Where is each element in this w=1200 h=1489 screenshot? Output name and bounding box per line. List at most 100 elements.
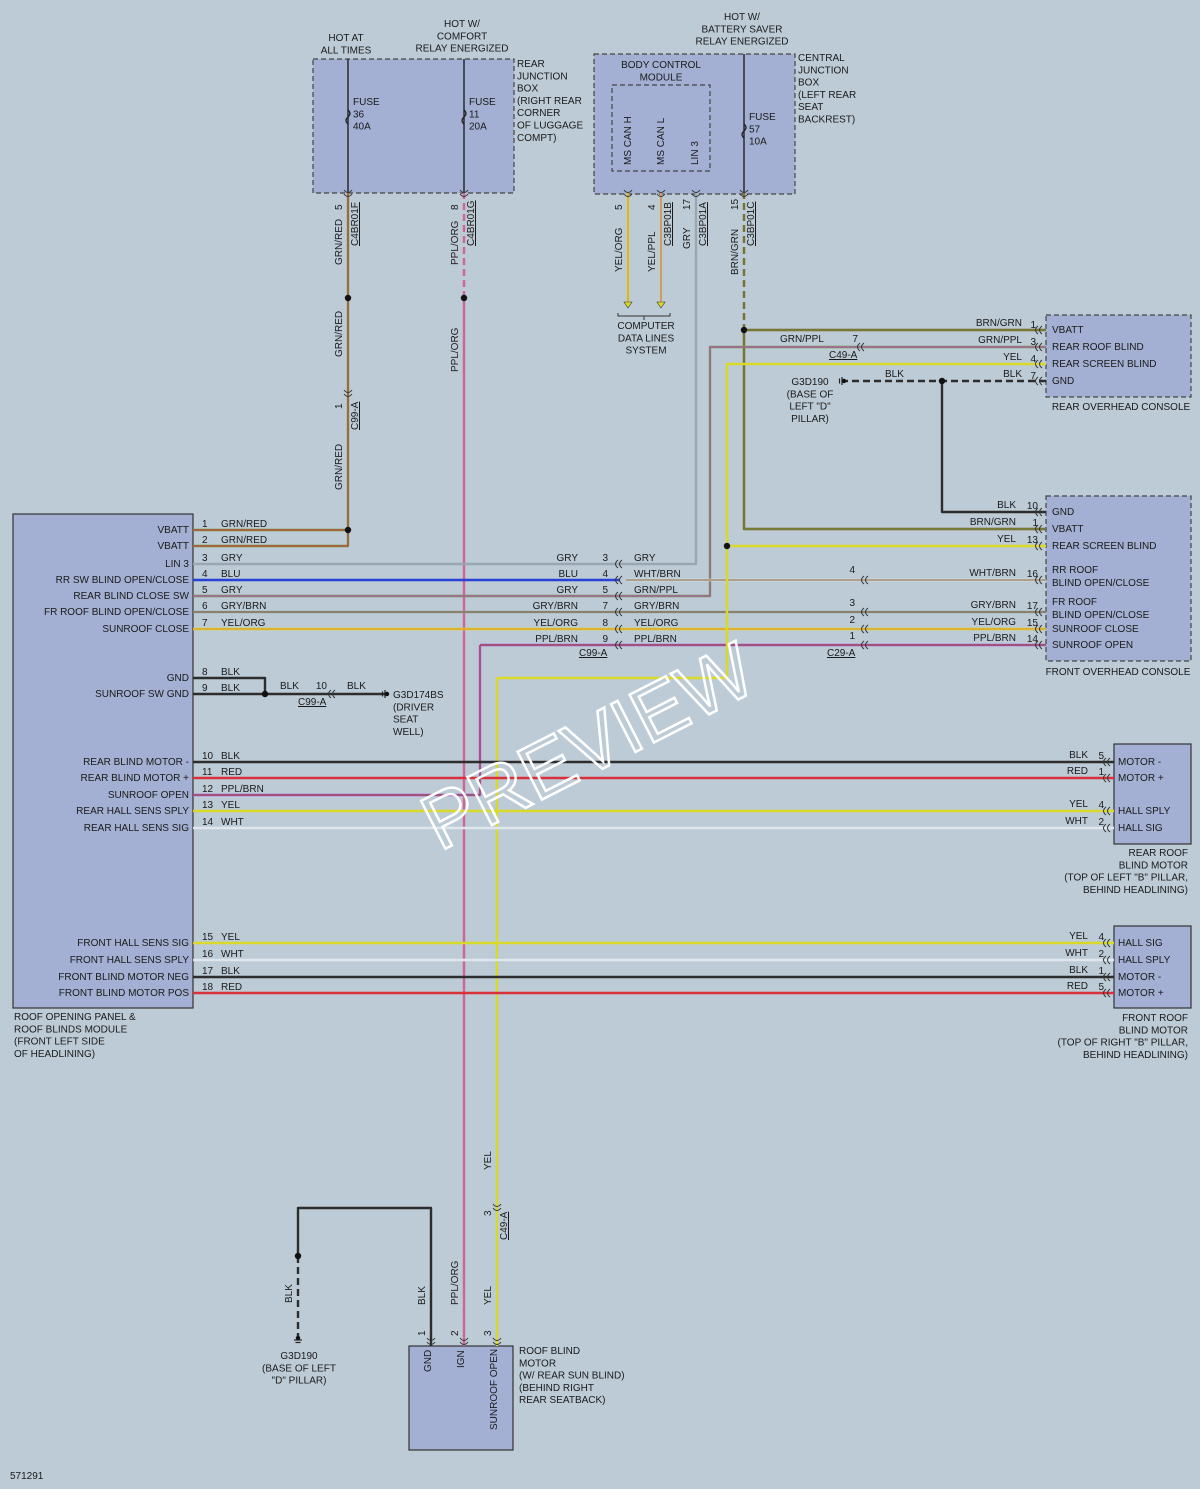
connector-symbol	[615, 591, 623, 601]
blind-motor-pin-label: IGN	[456, 1350, 467, 1368]
roof-module-caption: ROOF OPENING PANEL &	[14, 1012, 136, 1023]
module-pin: 12	[202, 784, 214, 795]
hot-battery-saver: BATTERY SAVER	[702, 24, 783, 35]
front-roof-blind-motor-caption: (TOP OF RIGHT "B" PILLAR,	[1058, 1038, 1188, 1049]
wire-color-label: BLK	[284, 1284, 295, 1303]
connector-symbol	[656, 189, 666, 197]
bcm-pin-lin3: LIN 3	[690, 141, 701, 165]
wire-color-label: PPL/BRN	[634, 634, 677, 645]
module-pin: 7	[202, 618, 208, 629]
wire-color-label: GRY	[557, 585, 579, 596]
splice-dot	[723, 542, 731, 550]
wire-color-label: BLK	[347, 681, 366, 692]
wire-gry-6	[193, 192, 698, 566]
module-pin: 5	[202, 585, 208, 596]
front-roof-blind-motor-caption: FRONT ROOF	[1122, 1013, 1188, 1024]
fuse-36-label: FUSE	[353, 97, 380, 108]
rear-junction-box-caption: COMPT)	[517, 133, 556, 144]
wire-color-label: YEL	[997, 534, 1016, 545]
wire-color-label: GRY	[221, 585, 243, 596]
module-pin-label: REAR BLIND CLOSE SW	[73, 591, 189, 602]
g3d174bs-label: (DRIVER	[393, 702, 434, 713]
top-wire-connector: C3BP01A	[698, 202, 709, 246]
fuse-57-label: FUSE	[749, 112, 776, 123]
rear-console-pin-label: VBATT	[1052, 325, 1083, 336]
hot-at-all-times: ALL TIMES	[321, 45, 372, 56]
ground-symbol	[295, 1335, 301, 1341]
wire-color-label: YEL	[221, 800, 240, 811]
roof-blind-motor-caption: MOTOR	[519, 1358, 556, 1369]
wire-color-label: GRY	[557, 553, 579, 564]
front-roof-blind-motor-box	[1113, 925, 1192, 1009]
wire-color-label: GRY	[221, 553, 243, 564]
wire-color-label: GRN/RED	[221, 519, 267, 530]
splice-dot	[261, 690, 269, 698]
wire-color-label: GRN/RED	[334, 311, 345, 357]
front-console-pin-label: BLIND OPEN/CLOSE	[1052, 610, 1150, 621]
hot-comfort: RELAY ENERGIZED	[416, 44, 509, 55]
module-pin-label: FRONT BLIND MOTOR POS	[59, 988, 190, 999]
module-pin-label: FRONT BLIND MOTOR NEG	[58, 972, 189, 983]
module-pin: 10	[202, 751, 214, 762]
module-pin-label: FRONT HALL SENS SIG	[77, 938, 189, 949]
roof-blind-motor-caption: (BEHIND RIGHT	[519, 1383, 594, 1394]
wire-color-label: BLK	[221, 667, 240, 678]
hot-comfort: HOT W/	[444, 19, 480, 30]
connector-symbol	[1035, 624, 1043, 634]
wire-color-label: WHT/BRN	[634, 569, 681, 580]
g3d174bs-label: SEAT	[393, 715, 418, 726]
module-pin-label: FRONT HALL SENS SPLY	[70, 955, 190, 966]
wire-color-label: BLK	[280, 681, 299, 692]
rear-motor-pin: 4	[1098, 800, 1104, 811]
central-junction-box-caption: JUNCTION	[798, 65, 849, 76]
wire-color-label: YEL	[1069, 931, 1088, 942]
module-pin-label: VBATT	[158, 525, 189, 536]
splice-dot	[938, 377, 946, 385]
connector-pin: 4	[602, 569, 608, 580]
front-overhead-console-caption: FRONT OVERHEAD CONSOLE	[1046, 667, 1191, 678]
wire-grn-ppl-10	[193, 345, 1046, 598]
fuse-57-label: 10A	[749, 137, 767, 148]
module-pin: 9	[202, 683, 208, 694]
central-junction-box-caption: SEAT	[798, 102, 823, 113]
rear-console-pin: 4	[1030, 354, 1036, 365]
central-junction-box-caption: (LEFT REAR	[798, 90, 856, 101]
connector-pin: 3	[602, 553, 608, 564]
splice-dot	[294, 1252, 302, 1260]
body-control-module	[611, 84, 711, 172]
wire-color-label: PPL/ORG	[450, 327, 461, 372]
wire-color-label: GRY	[634, 553, 656, 564]
wire-color-label: PPL/BRN	[973, 633, 1016, 644]
roof-blind-motor-caption: ROOF BLIND	[519, 1346, 580, 1357]
module-pin: 8	[202, 667, 208, 678]
front-motor-pin: 2	[1098, 949, 1104, 960]
hot-battery-saver: RELAY ENERGIZED	[696, 37, 789, 48]
hot-at-all-times: HOT AT	[328, 33, 363, 44]
connector-id: C99-A	[298, 697, 327, 708]
wire-color-label: RED	[1067, 766, 1088, 777]
rear-junction-box	[312, 58, 515, 194]
module-pin: 16	[202, 949, 214, 960]
blind-motor-pin: 3	[483, 1330, 494, 1336]
connector-pin: 2	[849, 615, 855, 626]
splice-dot	[344, 526, 352, 534]
wire-color-label: GRY/BRN	[221, 601, 266, 612]
connector-symbol	[343, 189, 353, 197]
connector-symbol	[691, 189, 701, 197]
wire-color-label: BLU	[221, 569, 240, 580]
hot-battery-saver: HOT W/	[724, 12, 760, 23]
connector-id: C49-A	[499, 1211, 510, 1240]
wire-color-label: YEL	[221, 932, 240, 943]
connector-symbol	[1035, 575, 1043, 585]
connector-symbol	[615, 575, 623, 585]
fuse-11-label: 11	[469, 109, 480, 120]
top-wire-pin: 4	[647, 204, 658, 210]
top-wire-connector: C3BP01B	[663, 202, 674, 246]
wire-color-label: BLK	[417, 1286, 428, 1305]
front-console-pin: 16	[1027, 569, 1039, 580]
wire-color-label: BLK	[221, 683, 240, 694]
module-pin: 4	[202, 569, 208, 580]
computer-data-lines: DATA LINES	[618, 333, 675, 344]
module-pin-label: RR SW BLIND OPEN/CLOSE	[56, 575, 190, 586]
